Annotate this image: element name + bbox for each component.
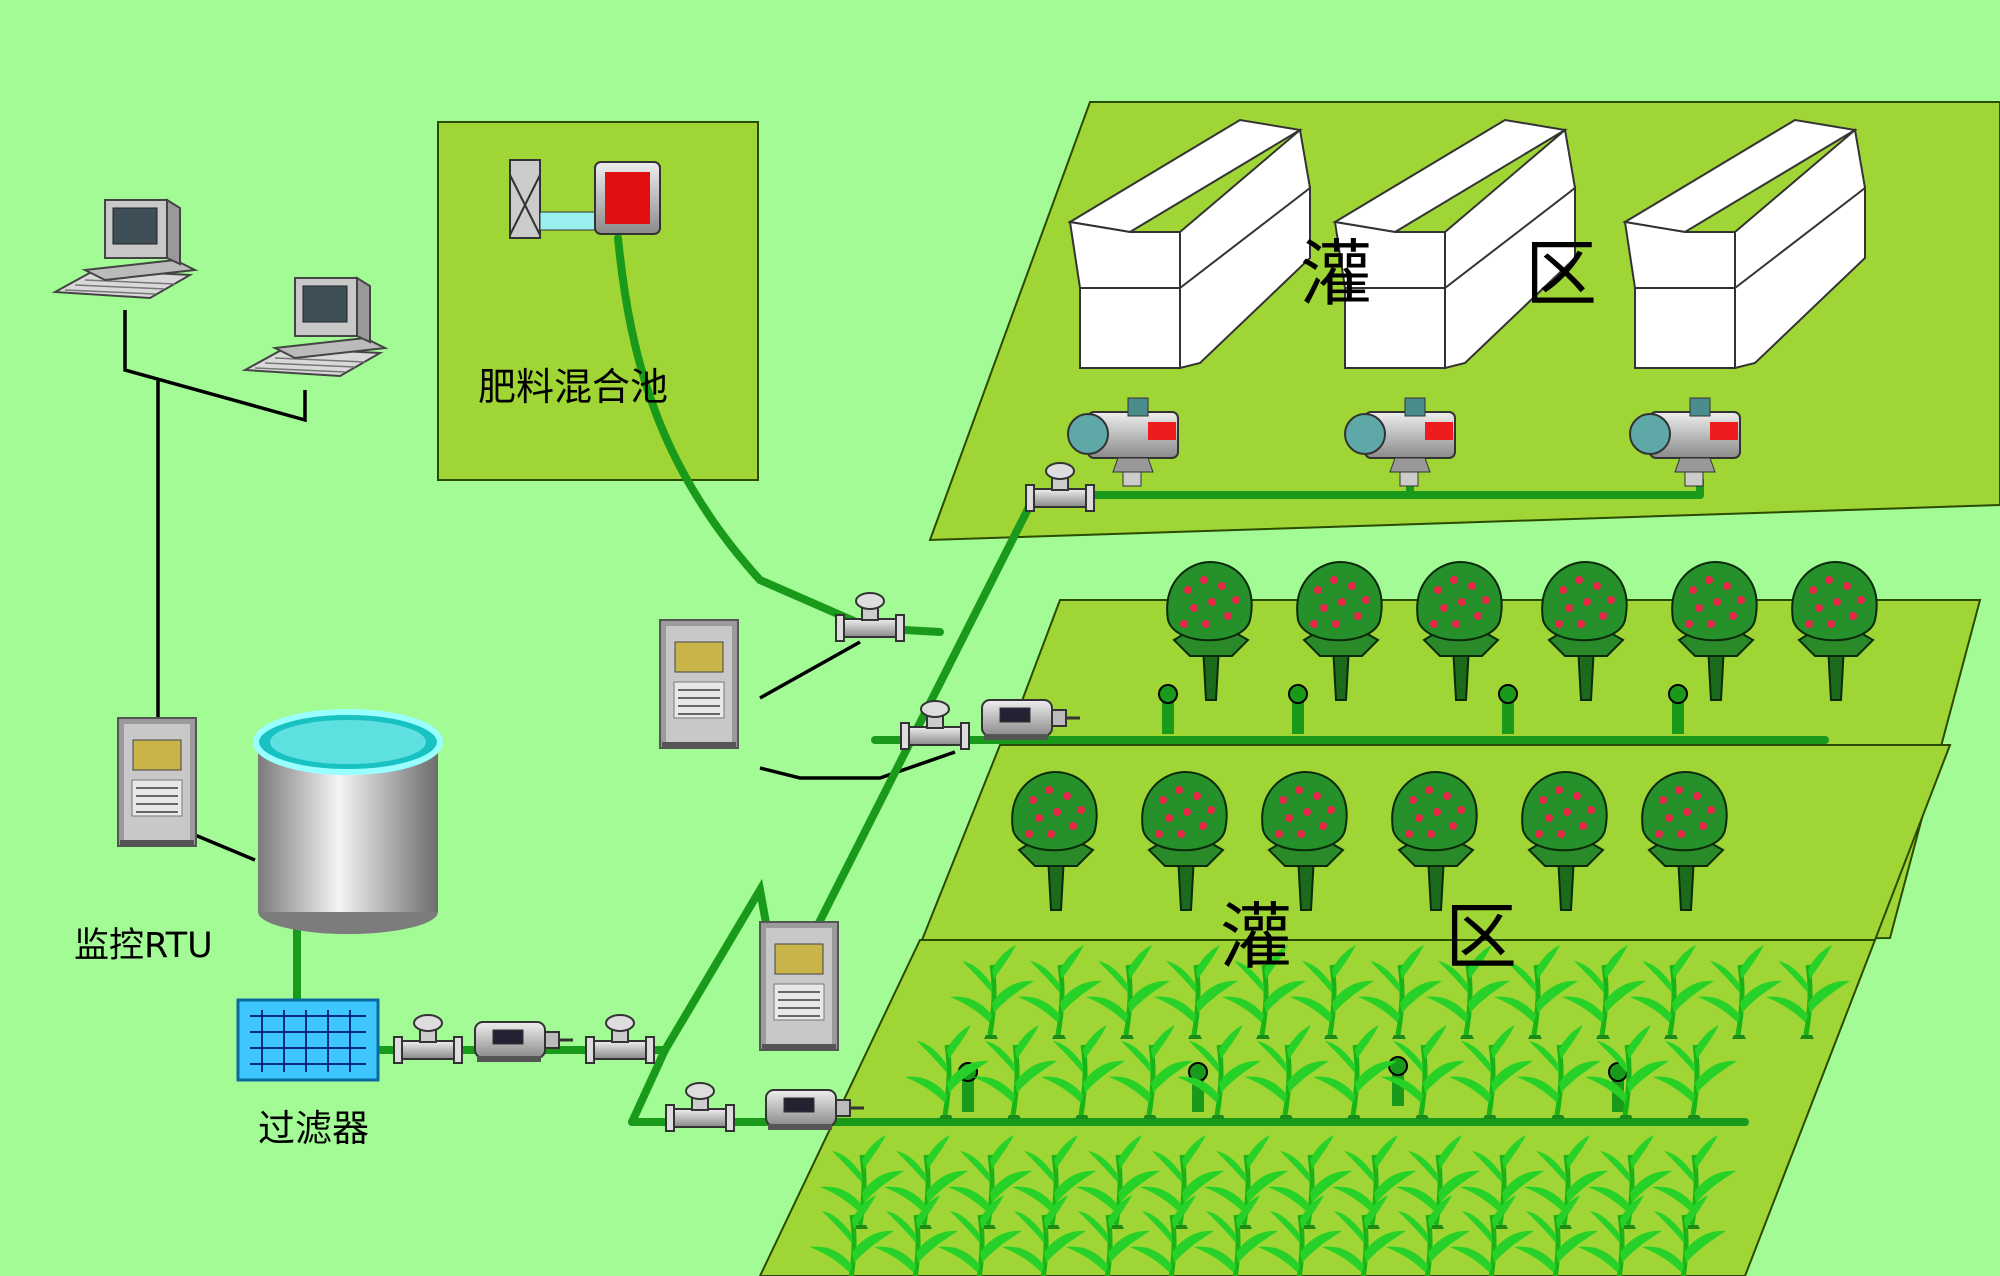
zone-b-label-left: 灌	[1220, 895, 1293, 979]
filter-icon	[236, 998, 380, 1082]
computer-icon	[54, 199, 196, 299]
filter-label: 过滤器	[258, 1107, 369, 1150]
valve-icon	[585, 1014, 655, 1064]
rtu-controller-icon	[659, 619, 739, 749]
rtu-controller-icon	[759, 921, 839, 1051]
zone-a-label-left: 灌	[1300, 232, 1373, 316]
signal-wires	[123, 310, 956, 862]
valve-icon	[900, 700, 970, 750]
pump-icon	[473, 1020, 575, 1064]
fertilizer-mixer-icon	[509, 159, 661, 239]
zone-a-label-right: 区	[1525, 232, 1598, 316]
fertilizer-pool-label: 肥料混合池	[478, 365, 669, 409]
monitor-rtu-label: 监控RTU	[74, 926, 213, 966]
zone-b-label-right: 区	[1445, 895, 1518, 979]
rtu-controller-icon	[117, 717, 197, 847]
computer-icon	[244, 277, 386, 377]
valve-icon	[393, 1014, 463, 1064]
valve-icon	[665, 1082, 735, 1132]
water-tank-icon	[253, 709, 443, 934]
